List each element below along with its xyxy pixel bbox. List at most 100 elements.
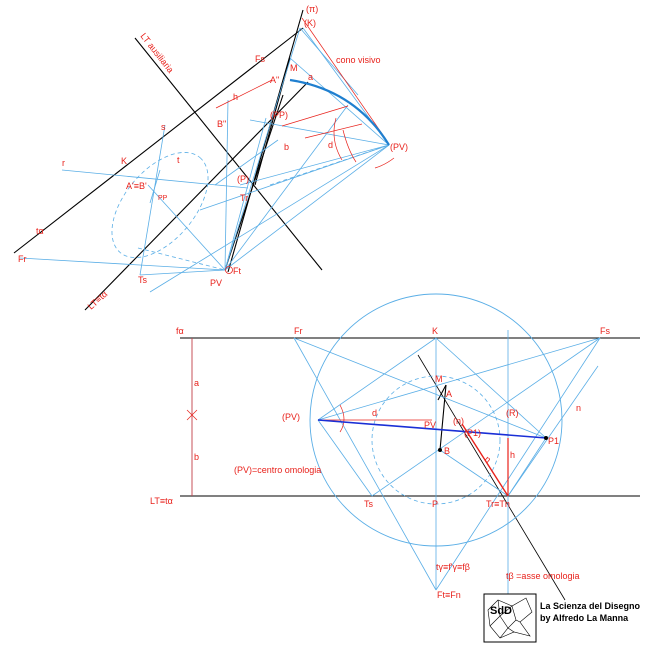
constr-line <box>299 27 359 96</box>
top-figure: (π) (K) LT ausiliaria cono visivo Fs M a… <box>13 4 408 312</box>
top-construction-lines <box>19 27 390 293</box>
bottom-figure: fα Fr K Fs a M A n (PV) d PV (n) (R) (P1… <box>150 293 640 601</box>
label-trtn: Tr≡Tn <box>486 499 510 509</box>
label-p-bottom: P <box>432 499 438 509</box>
point-b <box>438 448 442 452</box>
label-m-bottom: M <box>435 374 443 384</box>
label-a2: A" <box>270 75 279 85</box>
line-a2-trace <box>224 94 284 271</box>
label-p1: P1 <box>548 436 559 446</box>
label-t: t <box>177 155 180 165</box>
label-f-alpha: fα <box>176 326 184 336</box>
label-pv-bottom: PV <box>424 420 436 430</box>
red-segment-n <box>461 423 509 497</box>
bottom-construction-lines <box>191 330 601 600</box>
credit-title: La Scienza del Disegno <box>540 601 641 611</box>
top-dimensions <box>215 17 386 139</box>
label-k-small: K <box>121 156 127 166</box>
line-lt-talpha <box>84 81 309 311</box>
dim-a-b <box>281 105 349 127</box>
constr-line <box>317 419 373 497</box>
constr-line <box>293 337 437 591</box>
label-axis-note: tβ =asse omologia <box>506 571 579 581</box>
constr-line <box>19 257 226 271</box>
label-n: n <box>576 403 581 413</box>
constr-line <box>507 437 547 497</box>
label-a: a <box>308 72 313 82</box>
top-dashed <box>111 144 390 271</box>
constr-line <box>214 139 279 186</box>
constr-line <box>249 119 390 146</box>
label-s: s <box>161 122 166 132</box>
dashed-line <box>137 247 226 271</box>
label-b-bottom: b <box>194 452 199 462</box>
line-lt-auxiliary <box>134 37 323 271</box>
angle-arcs <box>333 117 395 169</box>
label-a-bottom: a <box>194 378 199 388</box>
constr-line <box>289 57 390 146</box>
label-b2: B" <box>217 119 226 129</box>
pv-to-p1-line <box>317 419 547 439</box>
bottom-black-lines <box>180 337 640 601</box>
constr-line <box>224 144 390 271</box>
label-lt-auxiliary: LT ausiliaria <box>138 31 175 75</box>
label-pp-paren: (PP) <box>270 110 288 120</box>
label-r-paren: (R) <box>506 408 519 418</box>
constr-line <box>149 169 161 204</box>
constr-line <box>139 124 166 276</box>
label-p1-paren: (P1) <box>464 428 481 438</box>
circle-projection <box>111 152 209 258</box>
dim-h <box>215 79 273 109</box>
label-pv: PV <box>210 278 222 288</box>
label-h: h <box>233 92 238 102</box>
label-lt-talpha: LT≡tα <box>86 289 110 312</box>
point-p1 <box>544 436 548 440</box>
label-d: d <box>328 140 333 150</box>
label-ts-bottom: Ts <box>364 499 374 509</box>
constr-line <box>507 365 599 497</box>
constr-line <box>317 337 601 421</box>
label-n-paren: (n) <box>453 416 464 426</box>
logo-text: SdD <box>490 605 512 617</box>
label-r: r <box>62 158 65 168</box>
constr-line <box>435 337 547 439</box>
constr-line <box>149 144 390 293</box>
logo-box <box>483 593 537 643</box>
constr-line <box>317 337 437 421</box>
constr-line <box>293 337 547 439</box>
angle-arc <box>374 157 395 169</box>
constr-line <box>199 144 390 211</box>
constr-line <box>439 449 509 497</box>
label-fs-bottom: Fs <box>600 326 610 336</box>
label-m: M <box>290 63 298 73</box>
cone-arc <box>289 78 390 146</box>
credit-author: by Alfredo La Manna <box>540 613 629 623</box>
credit-block: SdD La Scienza del Disegno by Alfredo La… <box>483 593 641 643</box>
label-fs: Fs <box>255 54 265 64</box>
label-k: (K) <box>304 18 316 28</box>
label-d-bottom: d <box>372 408 377 418</box>
label-ts: Ts <box>138 275 148 285</box>
label-p-paren: (P) <box>237 174 249 184</box>
label-pv-note: (PV)=centro omologia <box>234 465 321 475</box>
segment-a-b <box>439 384 447 451</box>
constr-line <box>224 27 301 271</box>
angle-arc <box>342 129 357 163</box>
constr-line <box>435 337 601 591</box>
angle-arc <box>333 117 343 161</box>
label-n-segment: n <box>483 454 493 465</box>
constr-line <box>224 99 229 271</box>
label-ft: Ft <box>233 266 241 276</box>
label-pp: PP <box>158 195 168 202</box>
label-tgamma: tγ≡f'γ≡fβ <box>436 562 470 572</box>
label-cone: cono visivo <box>336 55 381 65</box>
label-lt-bottom: LT≡tα <box>150 496 173 506</box>
label-b-point: B <box>444 446 450 456</box>
label-pi: (π) <box>306 4 318 14</box>
label-a-point: A <box>446 389 452 399</box>
label-pv-paren: (PV) <box>390 142 408 152</box>
dim-d <box>304 123 363 139</box>
segment-m-a <box>437 384 447 401</box>
top-black-lines <box>13 9 323 311</box>
line-pi-trace <box>227 9 304 273</box>
